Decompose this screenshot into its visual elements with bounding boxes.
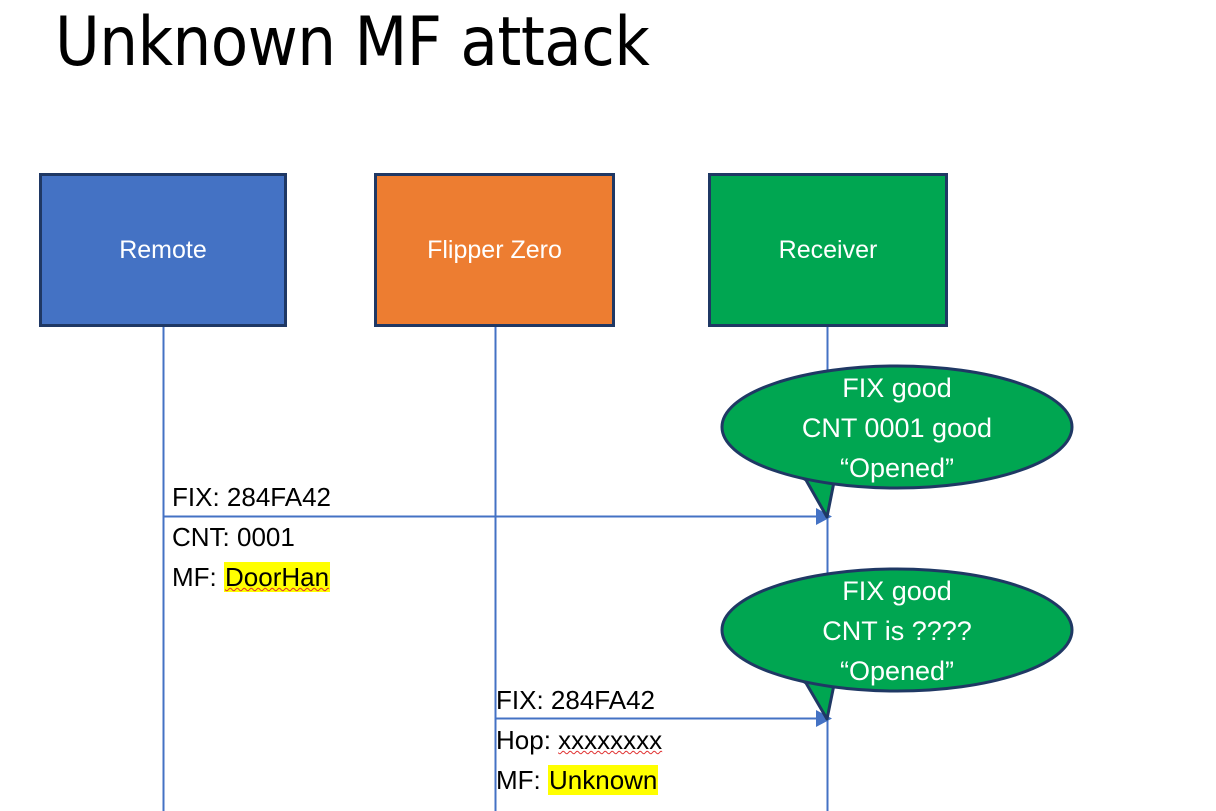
message-1-line-mf: MF: DoorHan [172,557,331,597]
actor-box-remote[interactable]: Remote [39,173,287,327]
message-arrow-2 [495,710,832,727]
speech-bubble-1-text: FIX good CNT 0001 good “Opened” [727,368,1067,488]
message-1-cnt-label: CNT: [172,522,230,552]
page-title: Unknown MF attack [55,3,650,82]
bubble-2-line-3: “Opened” [839,656,955,686]
speech-bubble-1 [720,364,1074,519]
speech-bubble-2 [720,567,1074,721]
actor-box-flipper-zero[interactable]: Flipper Zero [374,173,615,327]
message-label-2: FIX: 284FA42 Hop: xxxxxxxx MF: Unknown [496,680,662,800]
bubble-2-line-1: FIX good [842,576,952,606]
message-2-fix-label: FIX: [496,685,544,715]
message-2-mf-label: MF: [496,765,541,795]
actor-label-receiver: Receiver [778,235,878,264]
message-2-line-hop: Hop: xxxxxxxx [496,720,662,760]
message-1-line-fix: FIX: 284FA42 [172,477,331,517]
message-1-cnt-value: 0001 [237,522,295,552]
message-arrow-1 [163,508,832,525]
message-2-hop-label: Hop: [496,725,551,755]
actor-label-flipper-zero: Flipper Zero [427,235,562,264]
message-2-hop-value: xxxxxxxx [558,725,663,755]
message-1-fix-label: FIX: [172,482,220,512]
actor-label-remote: Remote [119,235,207,264]
message-1-fix-value: 284FA42 [226,482,331,512]
message-2-line-mf: MF: Unknown [496,760,662,800]
message-1-mf-label: MF: [172,562,217,592]
message-label-1: FIX: 284FA42 CNT: 0001 MF: DoorHan [172,477,331,597]
message-1-line-cnt: CNT: 0001 [172,517,331,557]
bubble-1-line-1: FIX good [842,373,952,403]
message-2-line-fix: FIX: 284FA42 [496,680,662,720]
actor-box-receiver[interactable]: Receiver [708,173,948,327]
bubble-1-line-2: CNT 0001 good [801,413,993,443]
message-1-mf-value: DoorHan [224,562,331,592]
message-2-mf-value: Unknown [548,765,659,795]
message-2-fix-value: 284FA42 [550,685,655,715]
bubble-1-line-3: “Opened” [839,453,955,483]
speech-bubble-2-text: FIX good CNT is ???? “Opened” [727,571,1067,691]
bubble-2-line-2: CNT is ???? [822,616,972,646]
